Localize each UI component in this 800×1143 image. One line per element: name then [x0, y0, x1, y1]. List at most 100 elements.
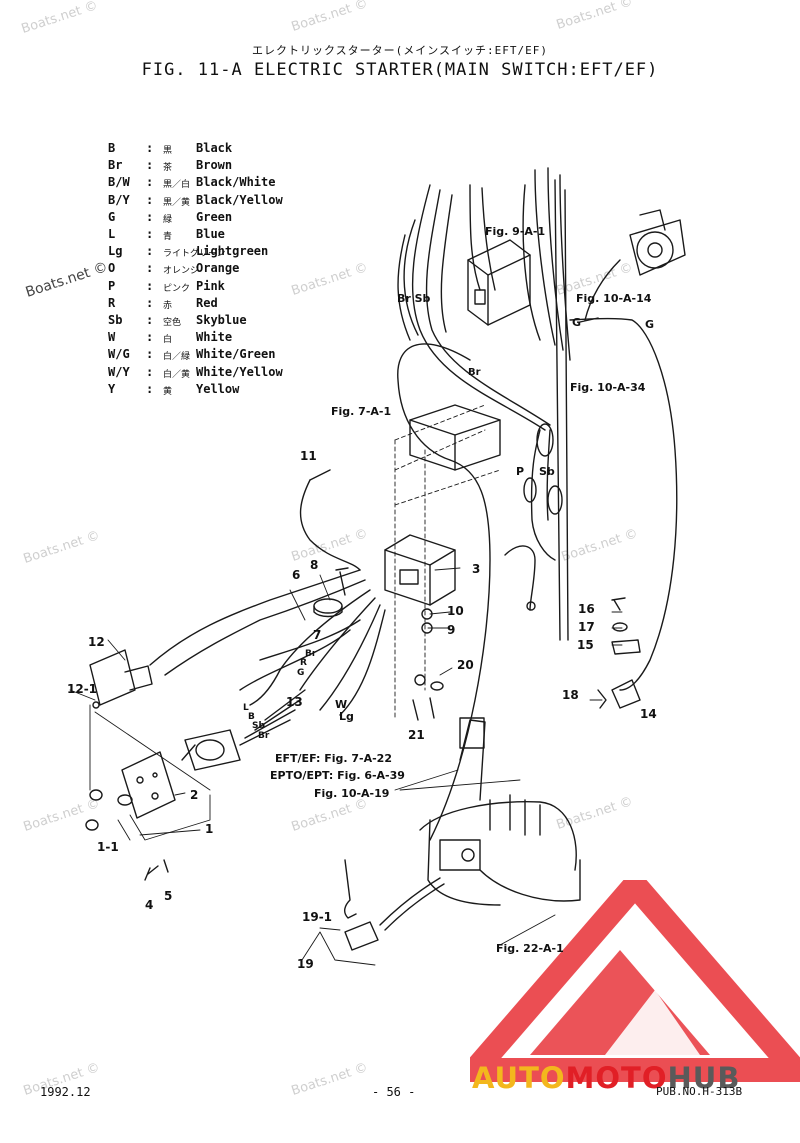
legend-japanese-name: ピンク — [163, 283, 191, 294]
automotohub-logo — [470, 880, 800, 1082]
part-number: 21 — [408, 728, 425, 742]
part-number: 8 — [310, 558, 319, 572]
part-number: 12-1 — [67, 682, 98, 696]
green-wire — [569, 317, 678, 691]
part-number: 19-1 — [302, 910, 333, 924]
wire-label-sb: Sb — [252, 721, 265, 731]
legend-color-name: Pink — [196, 278, 225, 293]
component-10a14 — [584, 209, 686, 321]
part-number: 5 — [164, 889, 173, 903]
wire-label-lg: Lg — [339, 710, 354, 723]
brown-wire-loop — [397, 343, 471, 461]
legend-code: Y — [108, 381, 116, 396]
legend-japanese-name: 黒 — [163, 146, 173, 156]
legend-code: W/Y — [108, 364, 130, 379]
legend-japanese-name: 茶 — [163, 163, 173, 174]
legend-colon: : — [146, 209, 154, 224]
title-japanese: エレクトリックスターター(メインスイッチ:EFT/EF) — [251, 44, 549, 57]
legend-colon: : — [146, 227, 154, 241]
legend-code: W — [108, 330, 116, 345]
legend-japanese-name: 青 — [163, 232, 173, 242]
footer-page-number: - 56 - — [372, 1085, 416, 1099]
part-number: 6 — [292, 568, 301, 582]
part-number: 9 — [447, 623, 456, 637]
legend-japanese-name: 赤 — [163, 300, 173, 311]
screw-part-4 — [144, 865, 159, 881]
part-number: 14 — [640, 707, 657, 721]
legend-colon: : — [146, 141, 154, 155]
legend-colon: : — [146, 313, 154, 327]
legend-color-name: Blue — [196, 227, 225, 241]
legend-code: Lg — [108, 244, 123, 259]
legend-colon: : — [146, 192, 154, 207]
legend-code: Sb — [108, 313, 123, 327]
part-number: 11 — [300, 449, 317, 463]
legend-code: G — [108, 209, 116, 224]
legend-color-name: Yellow — [196, 381, 240, 396]
logo-part-hub: HUB — [667, 1061, 741, 1095]
legend-code: P — [108, 278, 116, 293]
legend-color-name: Brown — [196, 158, 233, 173]
wire-hook — [504, 545, 536, 611]
legend-color-name: White — [196, 330, 233, 345]
part-number: 7 — [313, 628, 322, 642]
legend-colon: : — [146, 261, 154, 276]
legend-color-name: Orange — [196, 261, 240, 276]
relay-7a1 — [409, 404, 501, 471]
wire-label-br: Br — [468, 367, 481, 378]
legend-color-name: Black/Yellow — [196, 192, 283, 207]
part-number: 15 — [577, 638, 594, 652]
footer-date: 1992.12 — [40, 1085, 91, 1099]
legend-code: B — [108, 141, 116, 155]
legend-japanese-name: 黄 — [163, 386, 173, 397]
ref-fig-10a14: Fig. 10-A-14 — [576, 292, 652, 305]
legend-japanese-name: ライトグリーン — [163, 249, 226, 260]
ref-fig-22a1: Fig. 22-A-1 — [496, 942, 564, 955]
part-number: 1 — [205, 822, 214, 836]
legend-code: B/Y — [108, 192, 130, 207]
legend-color-name: Black — [196, 141, 233, 155]
wire-label-br: Br — [258, 731, 270, 741]
legend-japanese-name: 黒／黄 — [163, 197, 191, 208]
screw-part-5 — [163, 859, 169, 873]
footer-publication-number: PUB.NO.H-313B — [656, 1085, 743, 1098]
part-number: 10 — [447, 604, 464, 618]
upper-wire-harness — [397, 167, 571, 641]
parts-9-10-20-21 — [412, 608, 444, 721]
connector-10a34 — [523, 423, 563, 561]
part-number: 19 — [297, 957, 314, 971]
legend-colon: : — [146, 244, 154, 259]
part-number: 4 — [145, 898, 154, 912]
ref-fig-10a34: Fig. 10-A-34 — [570, 381, 646, 394]
cdi-unit-9a1 — [467, 239, 531, 326]
part-number: 18 — [562, 688, 579, 702]
part-number: 20 — [457, 658, 474, 672]
legend-colon: : — [146, 330, 154, 345]
legend-japanese-name: 白／緑 — [163, 352, 191, 363]
wire-label-g: G — [645, 318, 655, 331]
solenoid-part-3 — [384, 534, 456, 606]
legend-color-name: Skyblue — [196, 313, 247, 327]
logo-part-moto: MOTO — [565, 1061, 668, 1095]
legend-code: L — [108, 227, 116, 241]
legend-japanese-name: オレンジ — [163, 266, 200, 277]
automotohub-wordmark: AUTOMOTOHUB — [472, 1061, 740, 1095]
washer — [89, 789, 103, 801]
part-number: 3 — [472, 562, 481, 576]
wire-label-br-sb: Br Sb — [397, 292, 431, 305]
lower-wire-harness — [149, 569, 386, 746]
ref-epto-ept: EPTO/EPT: Fig. 6-A-39 — [270, 769, 405, 782]
wire-label-l: L — [243, 703, 249, 713]
legend-color-name: Lightgreen — [196, 244, 269, 259]
legend-colon: : — [146, 175, 154, 190]
part-number: 17 — [578, 620, 595, 634]
wire-label-g: G — [297, 668, 305, 678]
legend-code: B/W — [108, 175, 130, 190]
part-number: 2 — [190, 788, 199, 802]
page-title: FIG. 11-A ELECTRIC STARTER(MAIN SWITCH:E… — [141, 60, 659, 80]
legend-colon: : — [146, 381, 154, 396]
legend-japanese-name: 白 — [163, 335, 173, 346]
wire-label-sb: Sb — [539, 465, 555, 478]
legend-code: R — [108, 295, 116, 310]
